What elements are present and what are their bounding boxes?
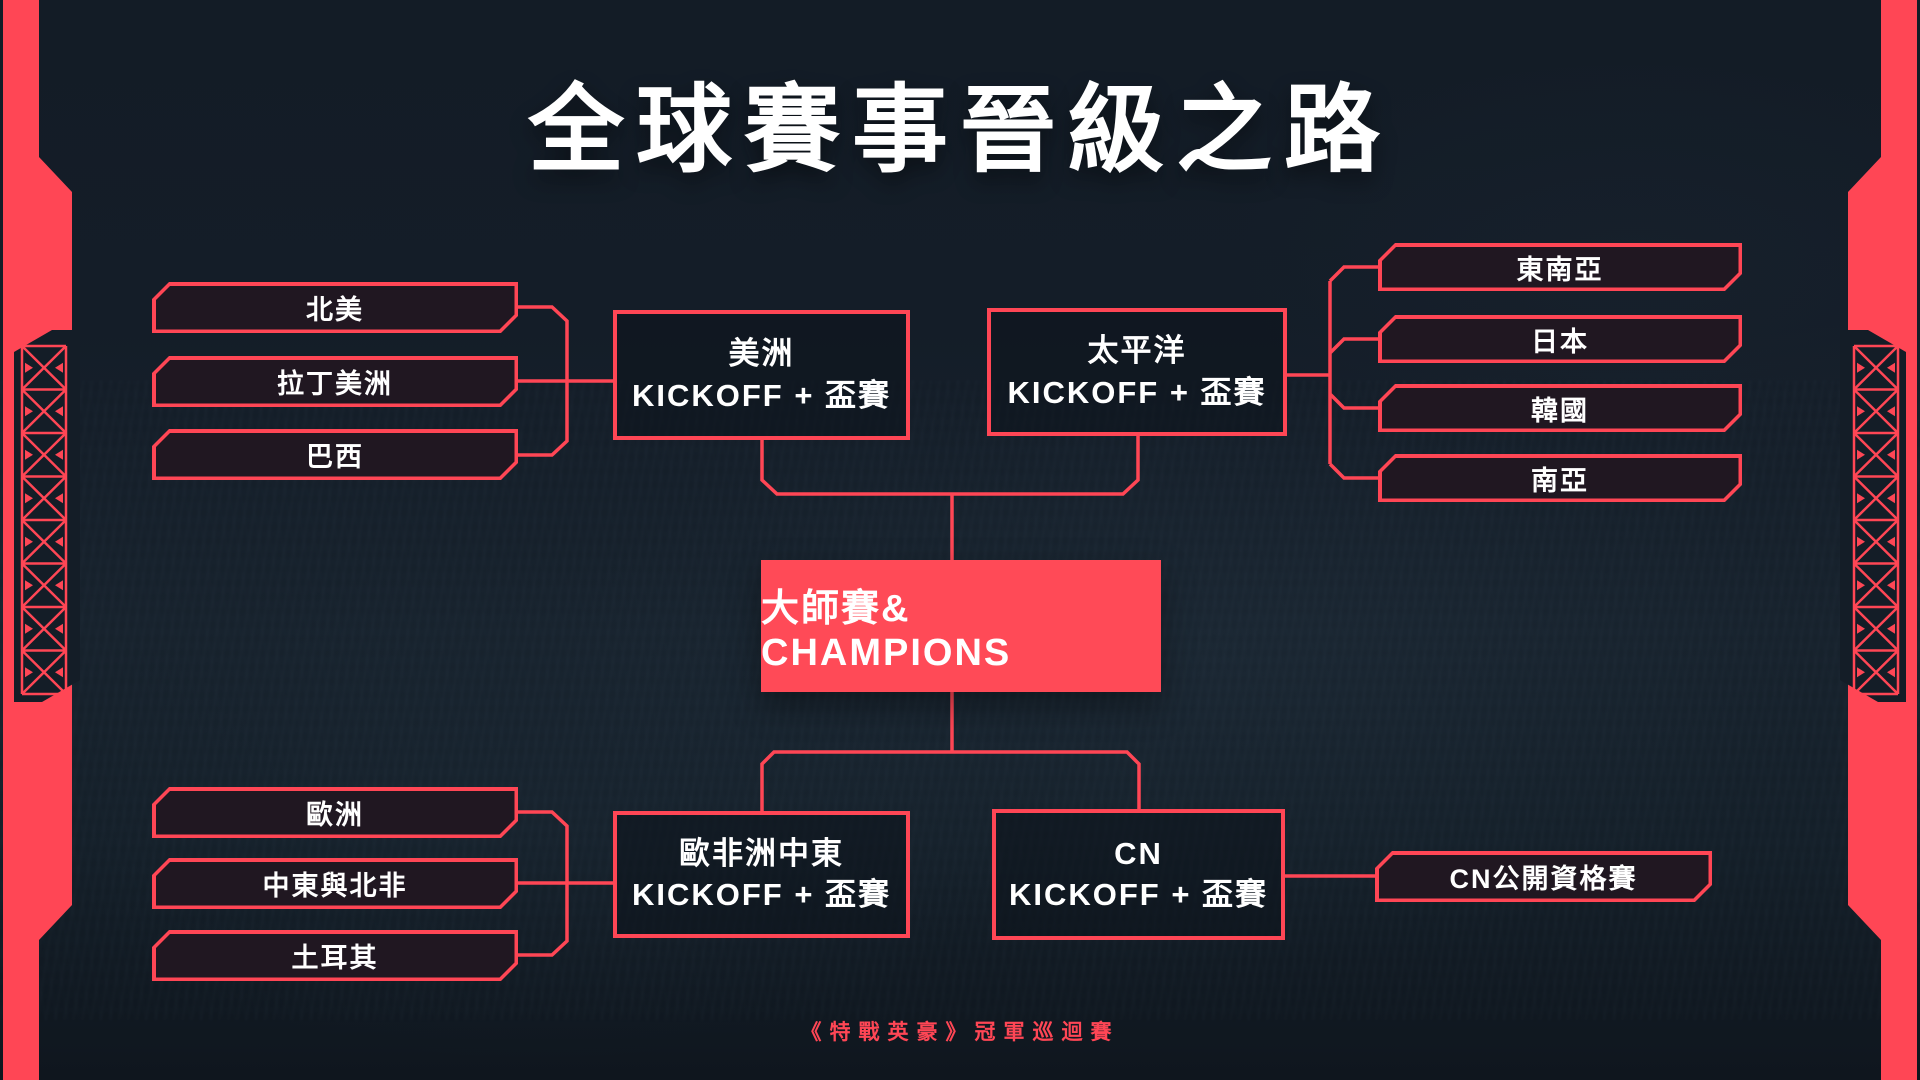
feeder-label: 日本 xyxy=(1531,326,1589,357)
emea-kickoff-box: 歐非洲中東 KICKOFF + 盃賽 xyxy=(613,811,910,938)
feeder-box-fill xyxy=(1382,319,1739,360)
connector-top-to-champions xyxy=(760,436,1140,561)
champions-box: 大師賽& CHAMPIONS xyxy=(761,560,1161,692)
feeder-box-fill xyxy=(1382,247,1739,288)
connector-champions-to-bottom xyxy=(760,692,1141,811)
feeder-box-fill xyxy=(1382,458,1739,499)
feeder-box-europe: 歐洲 xyxy=(152,787,518,838)
feeder-label: 中東與北非 xyxy=(262,871,408,901)
event-line2: KICKOFF + 盃賽 xyxy=(631,377,892,413)
feeder-label: 韓國 xyxy=(1531,395,1589,426)
connector-pacific-feeders xyxy=(1287,265,1379,480)
truss-panel xyxy=(14,330,80,702)
feeder-box-japan: 日本 xyxy=(1378,315,1742,363)
feeder-box-fill xyxy=(156,433,515,477)
feeder-box-south-asia: 南亞 xyxy=(1378,454,1742,502)
feeder-label: 東南亞 xyxy=(1516,254,1604,285)
event-line2: KICKOFF + 盃賽 xyxy=(1008,877,1269,912)
feeder-box-fill xyxy=(156,934,515,978)
page-title: 全球賽事晉級之路 xyxy=(528,77,1392,184)
feeder-box-fill xyxy=(156,791,515,835)
feeder-box-korea: 韓國 xyxy=(1378,384,1742,432)
americas-kickoff-box: 美洲 KICKOFF + 盃賽 xyxy=(613,310,910,440)
cn-kickoff-box: CN KICKOFF + 盃賽 xyxy=(992,809,1285,940)
truss-triangles-icon xyxy=(25,362,63,678)
event-line1: CN xyxy=(1114,835,1163,871)
feeder-box-turkiye: 土耳其 xyxy=(152,930,518,981)
feeder-label: 歐洲 xyxy=(306,800,364,830)
feeder-box-fill xyxy=(156,286,515,330)
feeder-box-fill xyxy=(1379,855,1709,899)
feeder-box-north-america: 北美 xyxy=(152,282,518,333)
feeder-label: 拉丁美洲 xyxy=(277,369,393,399)
feeder-box-latam: 拉丁美洲 xyxy=(152,356,518,407)
feeder-box-fill xyxy=(156,360,515,404)
feeder-box-southeast-asia: 東南亞 xyxy=(1378,243,1742,291)
feeder-label: 南亞 xyxy=(1531,465,1589,496)
connector-emea-feeders xyxy=(518,810,614,957)
feeder-box-fill xyxy=(156,862,515,906)
feeder-box-brazil: 巴西 xyxy=(152,429,518,480)
feeder-label: 巴西 xyxy=(306,442,364,472)
feeder-box-fill xyxy=(1382,388,1739,429)
event-line2: KICKOFF + 盃賽 xyxy=(631,877,892,912)
feeder-label: 北美 xyxy=(306,295,364,325)
event-line1: 歐非洲中東 xyxy=(679,835,844,871)
pacific-kickoff-box: 太平洋 KICKOFF + 盃賽 xyxy=(987,308,1287,436)
feeder-label: 土耳其 xyxy=(291,943,379,973)
feeder-label: CN公開資格賽 xyxy=(1449,864,1638,894)
event-line2: KICKOFF + 盃賽 xyxy=(1007,374,1267,410)
footer-note: 《特戰英豪》冠軍巡迴賽 xyxy=(800,1021,1120,1044)
feeder-box-mena: 中東與北非 xyxy=(152,858,518,909)
connector-americas-feeders xyxy=(518,305,614,457)
feeder-box-cn-open-qualifier: CN公開資格賽 xyxy=(1375,851,1712,902)
event-line1: 美洲 xyxy=(728,336,795,372)
event-line1: 太平洋 xyxy=(1087,333,1187,369)
truss-lattice-icon xyxy=(20,344,68,696)
